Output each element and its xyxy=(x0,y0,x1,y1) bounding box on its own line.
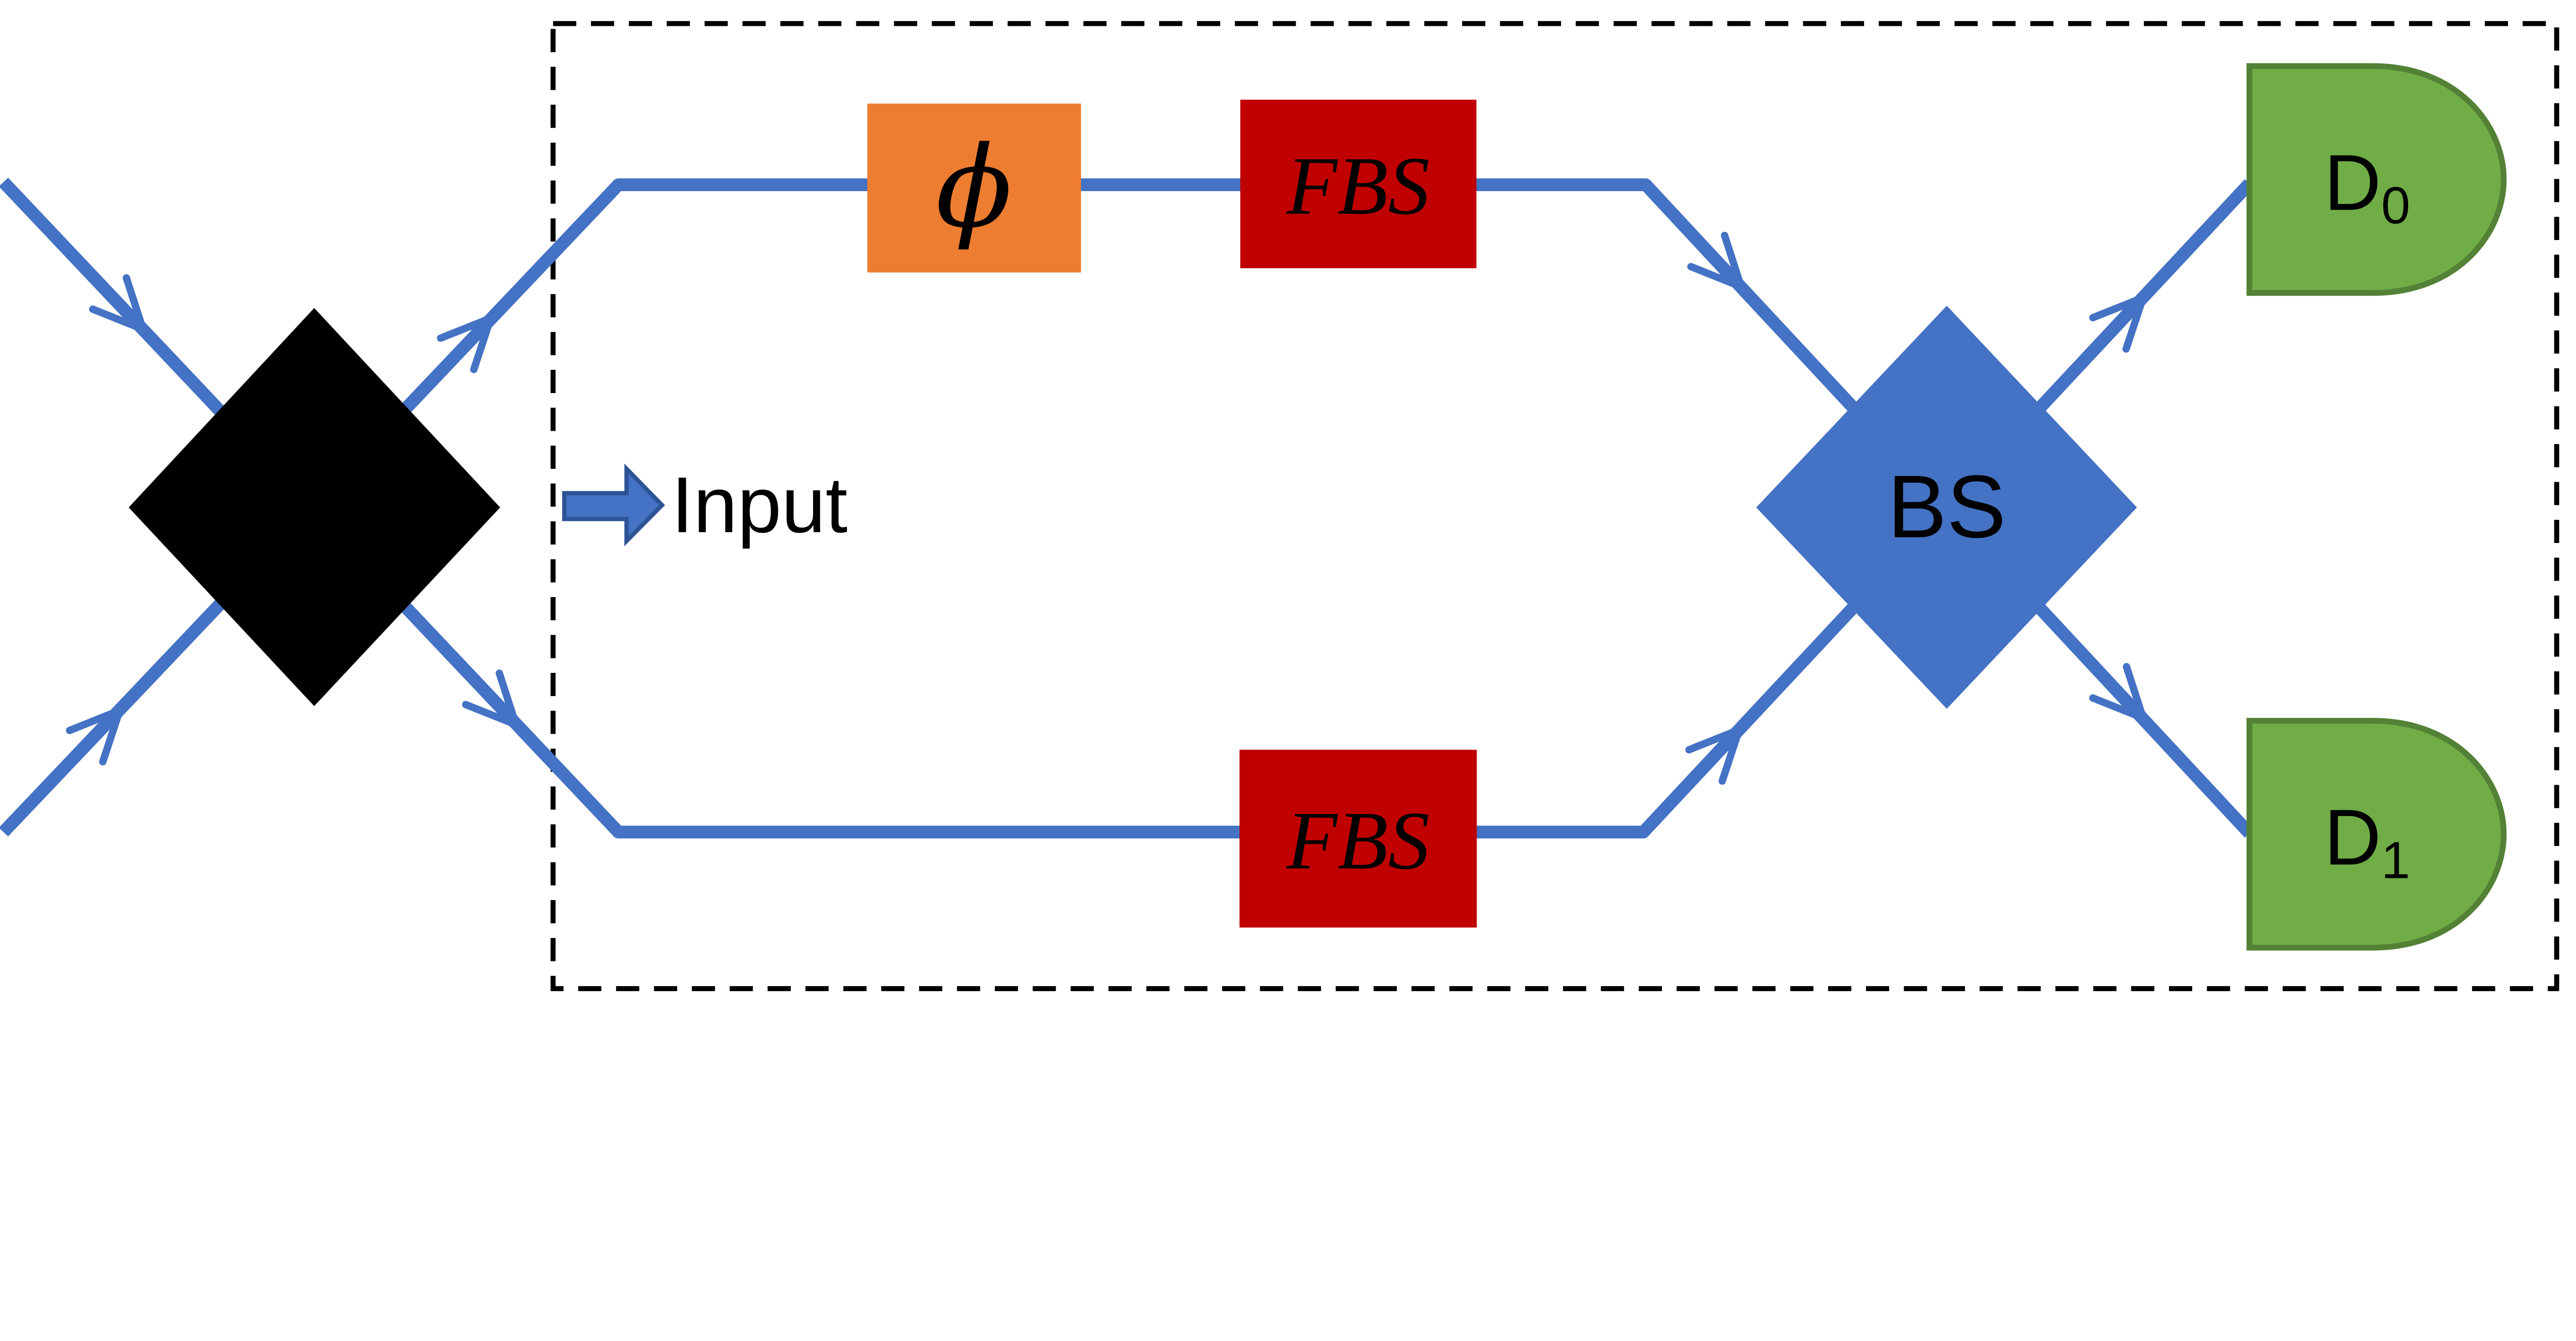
arrowhead-lower-left-input-icon xyxy=(65,706,124,766)
beam-splitter-diamond xyxy=(1756,305,2137,709)
phase-shifter-label: ϕ xyxy=(936,123,1012,253)
input-arrow-icon xyxy=(562,463,665,547)
fbs-bottom-box xyxy=(1239,750,1477,928)
interferometer-diagram: Input ϕ FBS FBS BS D0 D1 xyxy=(0,21,2560,991)
dashed-boundary-box xyxy=(550,21,2560,991)
arrowhead-top-rail-to-bs-icon xyxy=(1687,231,1745,291)
detector-d0-label-sub: 0 xyxy=(2381,177,2410,235)
detector-d0-label-main: D xyxy=(2324,138,2381,227)
diagram-canvas: Input ϕ FBS FBS BS D0 D1 xyxy=(0,21,2560,991)
input-label: Input xyxy=(671,461,848,549)
arrowhead-bs-to-d1-icon xyxy=(2089,663,2147,722)
detector-d1-label: D1 xyxy=(2324,793,2410,889)
arrowhead-bottom-rail-to-bs-icon xyxy=(1685,726,1743,785)
detector-d0-label: D0 xyxy=(2324,138,2410,234)
arrowhead-upper-left-input-icon xyxy=(89,274,147,333)
source-diamond xyxy=(128,308,500,706)
fbs-top-box xyxy=(1240,99,1477,268)
beam-splitter-label: BS xyxy=(1888,457,2006,556)
fbs-top-label: FBS xyxy=(1286,140,1430,232)
detector-d1-label-sub: 1 xyxy=(2381,831,2410,889)
detector-d1-label-main: D xyxy=(2324,793,2381,881)
detector-d1 xyxy=(2246,718,2507,951)
arrowhead-source-to-bottom-rail-icon xyxy=(462,669,520,728)
phase-shifter-box xyxy=(867,104,1081,273)
detector-d0 xyxy=(2246,63,2507,296)
fbs-bottom-label: FBS xyxy=(1286,794,1430,887)
arrowhead-source-to-top-rail-icon xyxy=(437,314,495,374)
arrowhead-bs-to-d0-icon xyxy=(2089,294,2147,353)
